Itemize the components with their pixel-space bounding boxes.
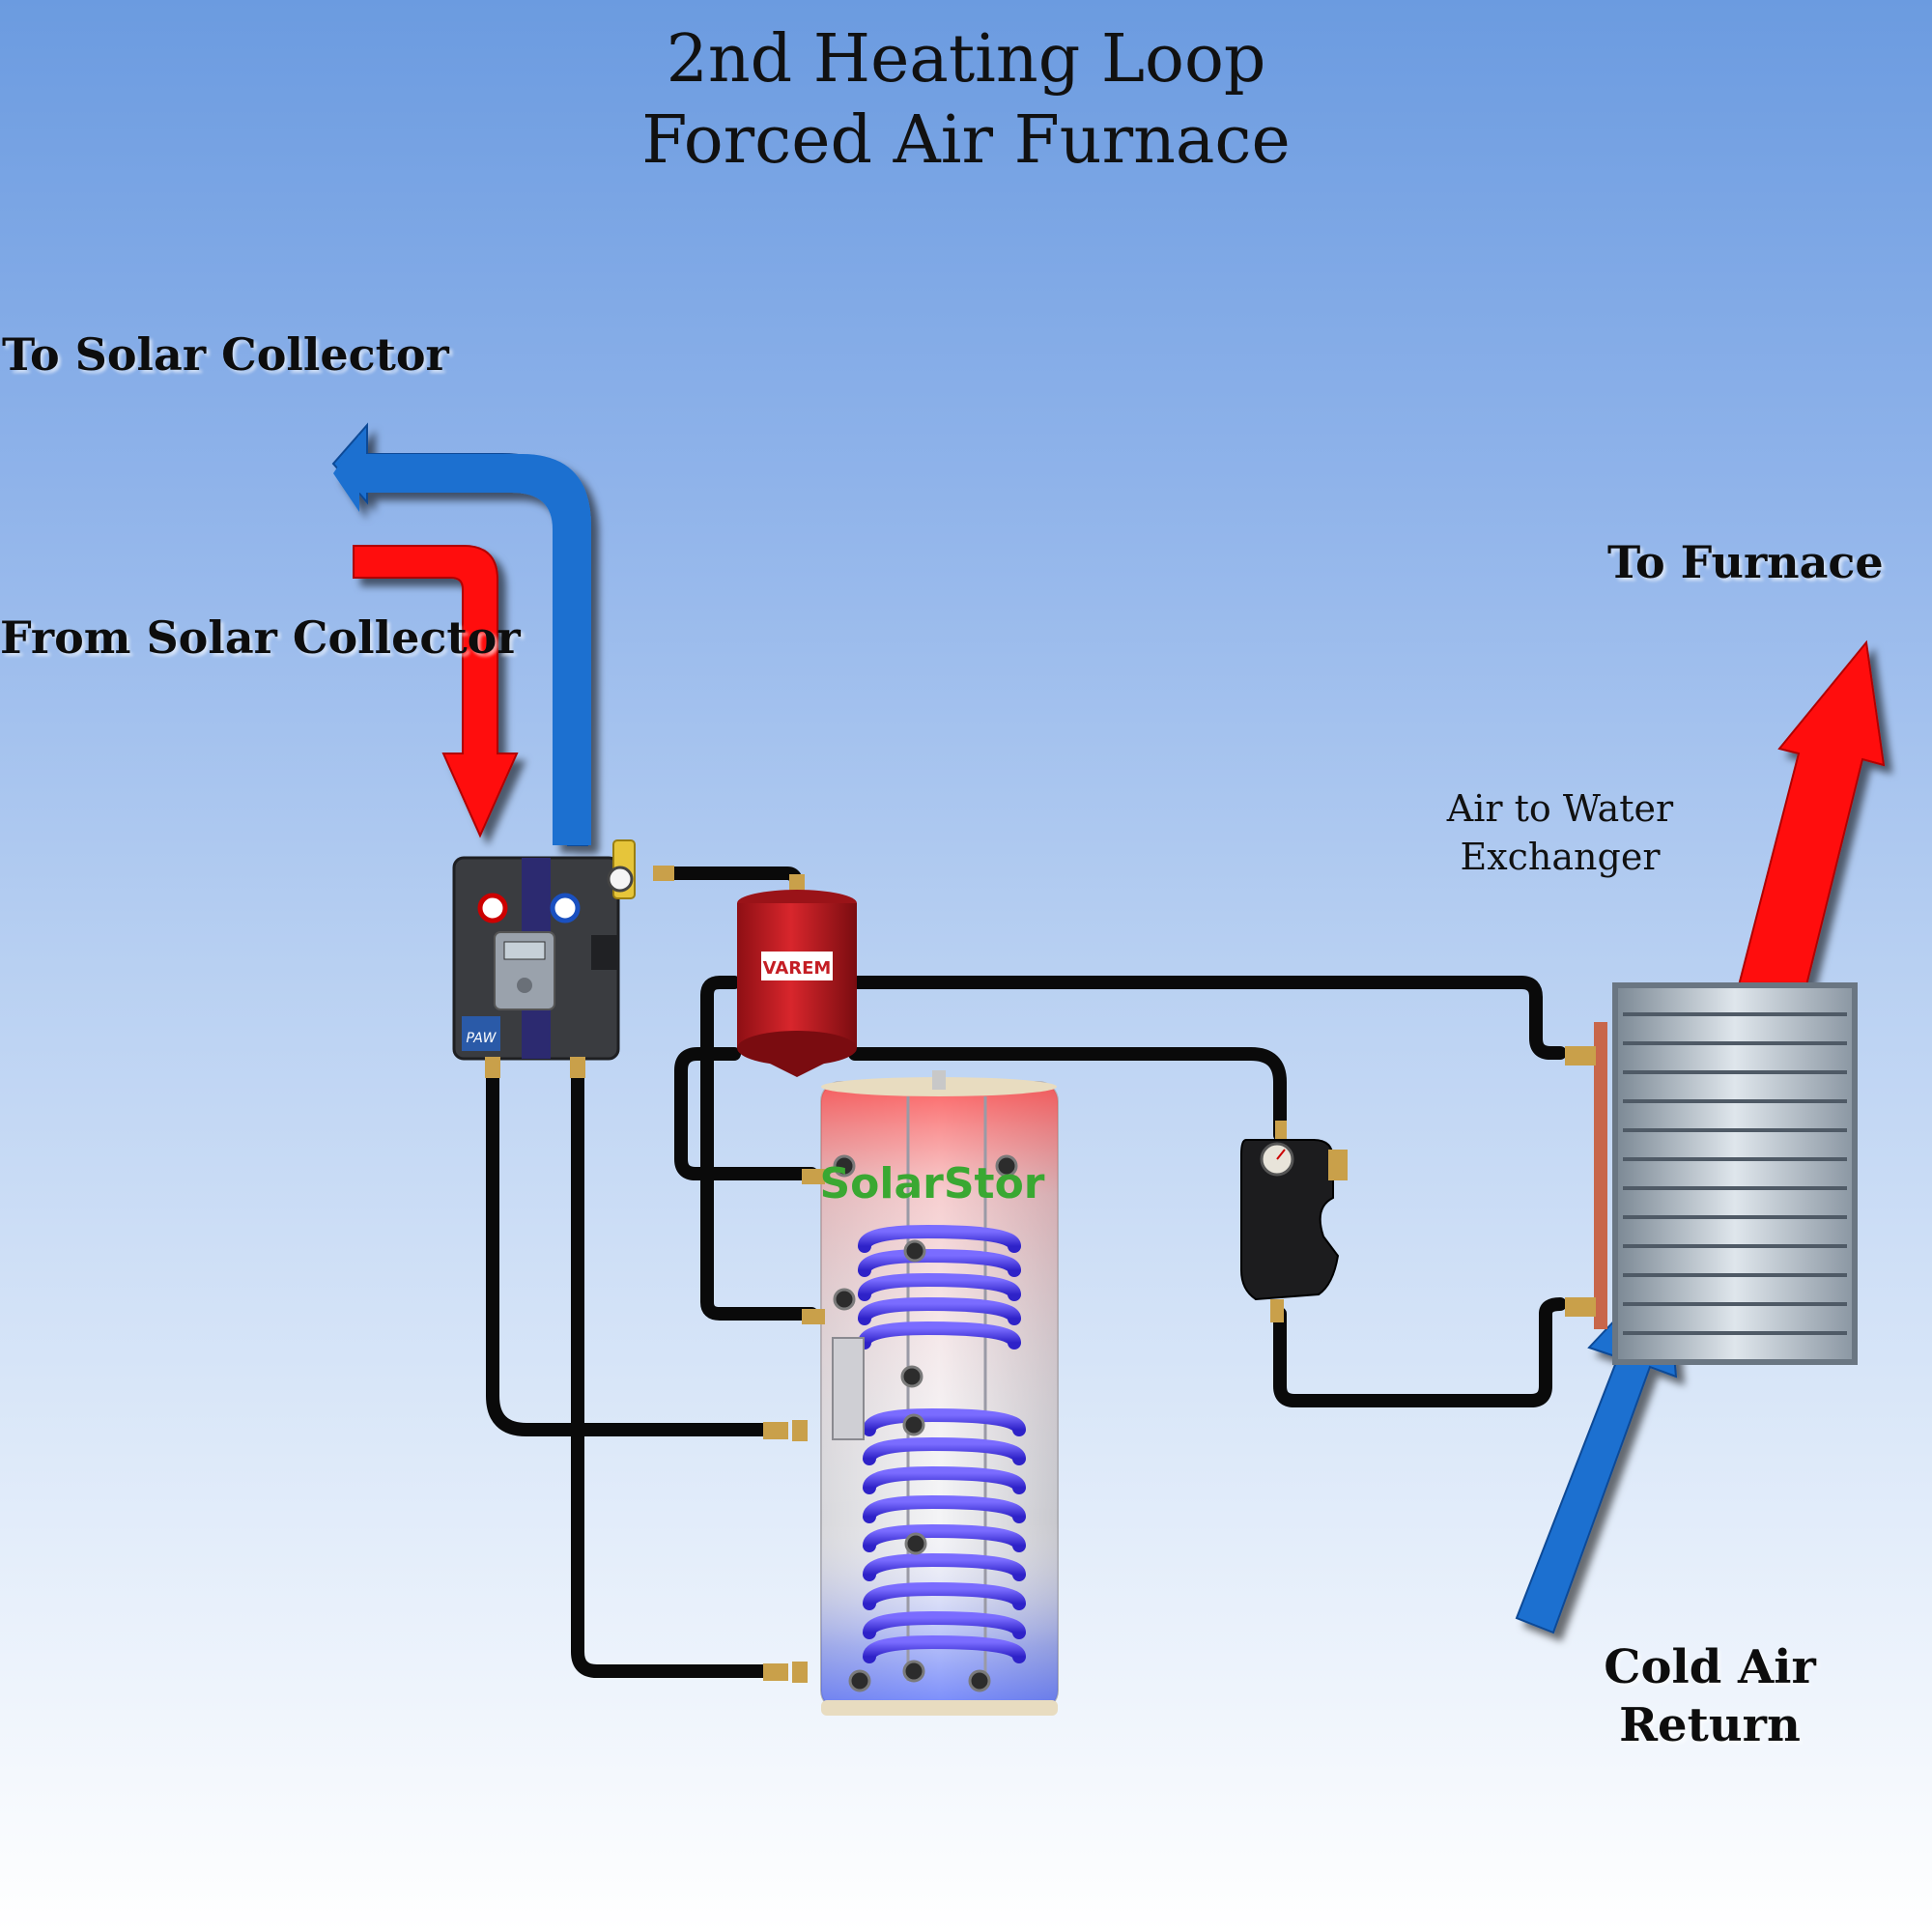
- from-solar-collector-arrow: [353, 545, 519, 838]
- upper-heating-coil: [858, 1224, 1021, 1350]
- pipe-circulator-to-exchanger: [1273, 1297, 1567, 1407]
- pipe-tank-top-to-exchanger: [848, 976, 1567, 1060]
- pipe-tank-left-loop-upper: [700, 976, 818, 1321]
- exchanger-label-line2: Exchanger: [1460, 836, 1661, 878]
- solarstor-tank: SolarStor: [763, 1070, 1059, 1716]
- pipe-network: [486, 867, 1567, 1678]
- pipe-tank-left-loop-lower: [848, 1047, 1287, 1142]
- pipe-tank-to-circulator: [674, 1047, 818, 1180]
- tank-ports: [833, 1154, 1018, 1692]
- exchanger-label-line1: Air to Water: [1446, 787, 1674, 830]
- to-solar-collector-label: To Solar Collector: [2, 328, 449, 381]
- cold-air-return-label-line2: Return: [1619, 1698, 1801, 1752]
- expansion-tank: VAREM: [737, 874, 857, 1077]
- varem-logo: VAREM: [763, 958, 832, 979]
- solarstor-logo: SolarStor: [819, 1159, 1044, 1208]
- circulator-pump: [1240, 1121, 1348, 1322]
- pipe-valve-to-expansion-tank: [660, 867, 804, 894]
- pipe-pump-to-tank-upper-coil: [486, 1065, 770, 1436]
- tank-fittings: [763, 1169, 825, 1683]
- solar-pump-station: PAW: [452, 856, 620, 1078]
- diagram-title-line2: Forced Air Furnace: [641, 102, 1291, 179]
- pipe-pump-to-tank-lower-coil: [571, 1065, 770, 1678]
- cold-air-return-label-line1: Cold Air: [1604, 1640, 1816, 1694]
- from-solar-collector-label: From Solar Collector: [0, 611, 521, 664]
- diagram-title-line1: 2nd Heating Loop: [666, 21, 1266, 98]
- to-furnace-arrow: [1737, 639, 1886, 995]
- safety-valve-and-gauge: [607, 839, 674, 899]
- lower-heating-coil: [863, 1407, 1026, 1663]
- exchanger-fins: [1623, 1012, 1847, 1335]
- air-to-water-exchanger: [1565, 982, 1858, 1365]
- to-furnace-label: To Furnace: [1607, 536, 1884, 588]
- paw-logo: PAW: [467, 1031, 497, 1046]
- to-solar-collector-arrow: [331, 422, 591, 846]
